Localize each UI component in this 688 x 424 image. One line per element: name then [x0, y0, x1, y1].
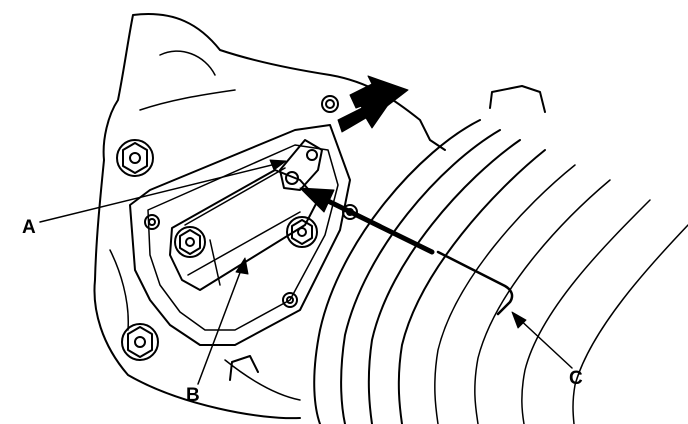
flange-bolt-lower [121, 323, 159, 361]
tensioner-arm [279, 139, 323, 191]
housing-tab-top [489, 85, 546, 113]
leader-line-b [197, 261, 245, 385]
housing-inner-rib [109, 50, 301, 401]
leader-tip-c [511, 311, 527, 329]
tensioner-bolt-right [286, 216, 318, 248]
stopper-pin [436, 250, 514, 316]
leader-tip-b [235, 257, 249, 275]
leader-line-a [39, 161, 285, 223]
arrow-icon [299, 187, 435, 255]
callout-label-a: A [22, 217, 36, 238]
callout-label-c: C [569, 368, 583, 389]
leader-line-c [515, 315, 573, 369]
housing-tab-bottom [229, 355, 259, 381]
pin-hole [285, 171, 299, 185]
callout-label-b: B [186, 385, 200, 406]
tensioner-bolt-left [174, 226, 206, 258]
cover-hole-bottom [282, 292, 298, 308]
cover-hole-top [321, 95, 339, 113]
flange-bolt-upper [116, 139, 154, 177]
cover-plate [129, 124, 351, 346]
tensioner-body-edge [184, 167, 301, 286]
arm-pivot [306, 149, 318, 161]
cover-hole-left [144, 214, 160, 230]
double-arrow-icon [337, 75, 409, 133]
leader-tip-a [269, 159, 287, 171]
tensioner-body [169, 169, 319, 291]
crank-pulley [313, 119, 688, 424]
